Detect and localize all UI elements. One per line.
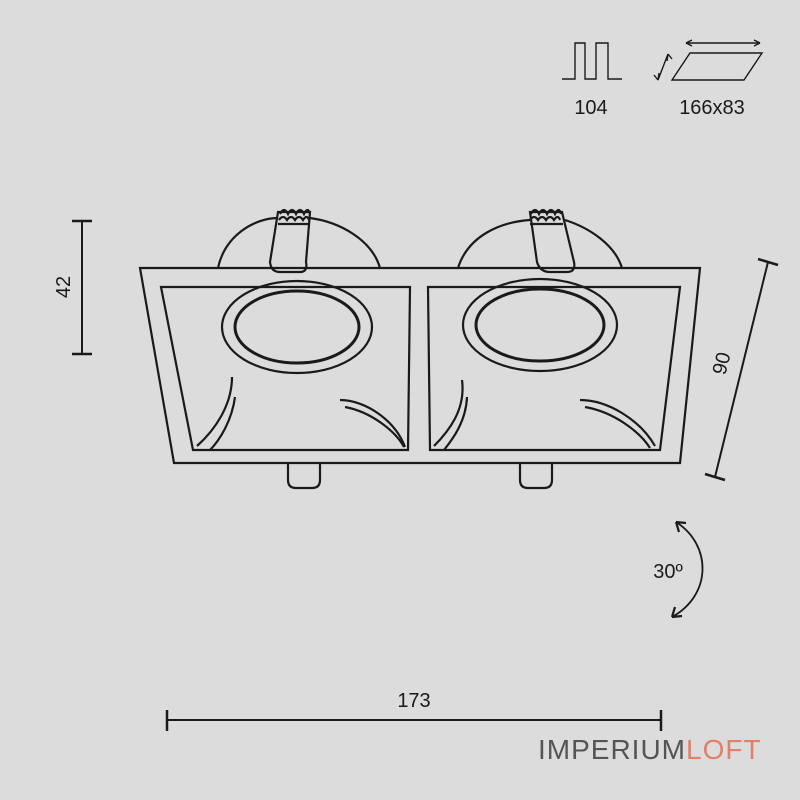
cutout-spec-label: 166x83 bbox=[679, 97, 745, 119]
left-cell bbox=[159, 285, 412, 452]
right-cell bbox=[426, 285, 682, 452]
left-dome bbox=[216, 216, 382, 269]
depth-dimension-line bbox=[704, 257, 779, 482]
left-lens-inner bbox=[233, 289, 361, 365]
width-dimension-line bbox=[165, 710, 663, 731]
outer-frame bbox=[138, 266, 702, 465]
depth-spec-label: 104 bbox=[574, 97, 607, 119]
brand-logo-part2: LOFT bbox=[686, 734, 762, 765]
right-lens-outer bbox=[461, 277, 619, 373]
tilt-angle-label: 30º bbox=[653, 561, 683, 583]
right-spring-clip bbox=[528, 210, 576, 274]
cutout-parallelogram-icon bbox=[653, 39, 764, 81]
width-dimension-label: 173 bbox=[397, 690, 430, 712]
tilt-arrow-icon bbox=[670, 520, 704, 619]
fixture-frame bbox=[138, 208, 702, 490]
right-dome bbox=[456, 218, 624, 269]
right-lens-inner bbox=[474, 287, 606, 363]
left-lens-outer bbox=[220, 279, 374, 375]
brand-logo: IMPERIUMLOFT bbox=[538, 734, 762, 766]
brand-logo-part1: IMPERIUM bbox=[538, 734, 686, 765]
depth-dimension-label: 90 bbox=[709, 350, 736, 377]
left-spring-clip bbox=[268, 210, 312, 274]
right-bottom-tab bbox=[518, 463, 554, 490]
height-dimension-line bbox=[72, 219, 92, 356]
height-dimension-label: 42 bbox=[53, 276, 75, 298]
recessed-depth-icon bbox=[562, 42, 622, 80]
left-bottom-tab bbox=[286, 463, 322, 490]
